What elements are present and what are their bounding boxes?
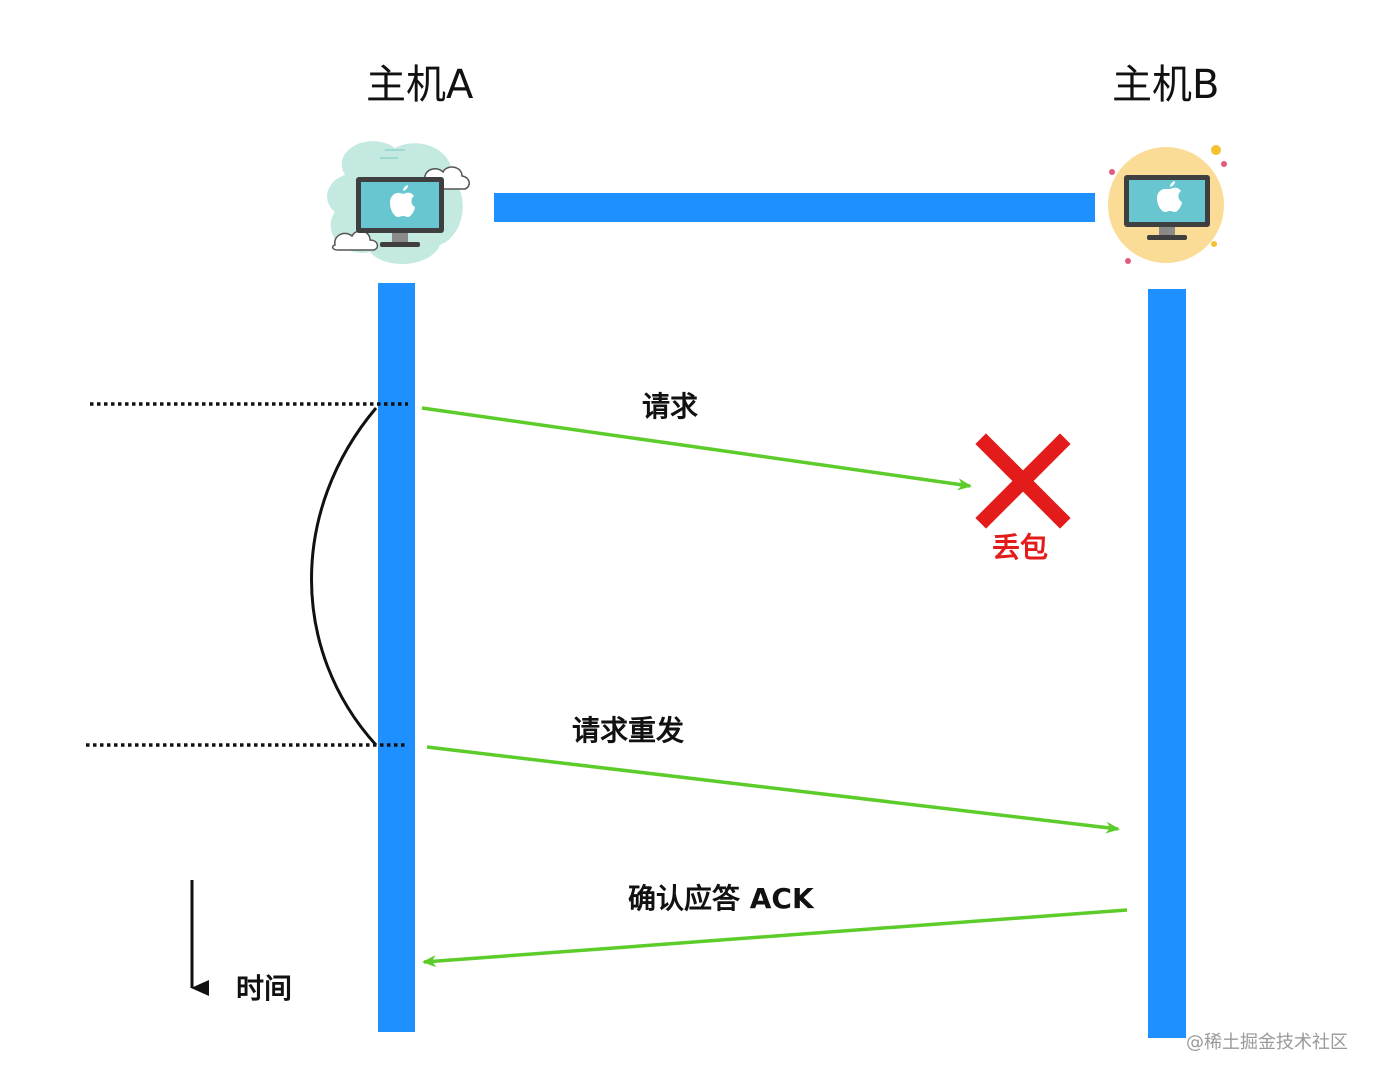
host-connection-bar <box>494 193 1095 222</box>
host-a-computer-icon <box>327 141 470 265</box>
watermark: @稀土掘金技术社区 <box>1186 1032 1348 1053</box>
request-label: 请求 <box>642 390 698 423</box>
packet-loss-label: 丢包 <box>992 531 1048 564</box>
host-b-computer-icon <box>1108 145 1227 264</box>
host-a-lifeline <box>378 283 415 1032</box>
ack-arrow <box>422 908 1128 968</box>
timeout-arc <box>310 407 378 747</box>
host-b-lifeline <box>1148 289 1186 1038</box>
host-a-title: 主机A <box>366 62 474 108</box>
host-b-title: 主机B <box>1112 62 1219 108</box>
time-label: 时间 <box>236 972 292 1005</box>
red-cross-icon <box>975 433 1071 529</box>
ack-label: 确认应答 ACK <box>628 882 815 915</box>
retransmit-arrow <box>426 745 1120 834</box>
retransmit-label: 请求重发 <box>572 714 684 747</box>
request-arrow <box>421 406 972 491</box>
